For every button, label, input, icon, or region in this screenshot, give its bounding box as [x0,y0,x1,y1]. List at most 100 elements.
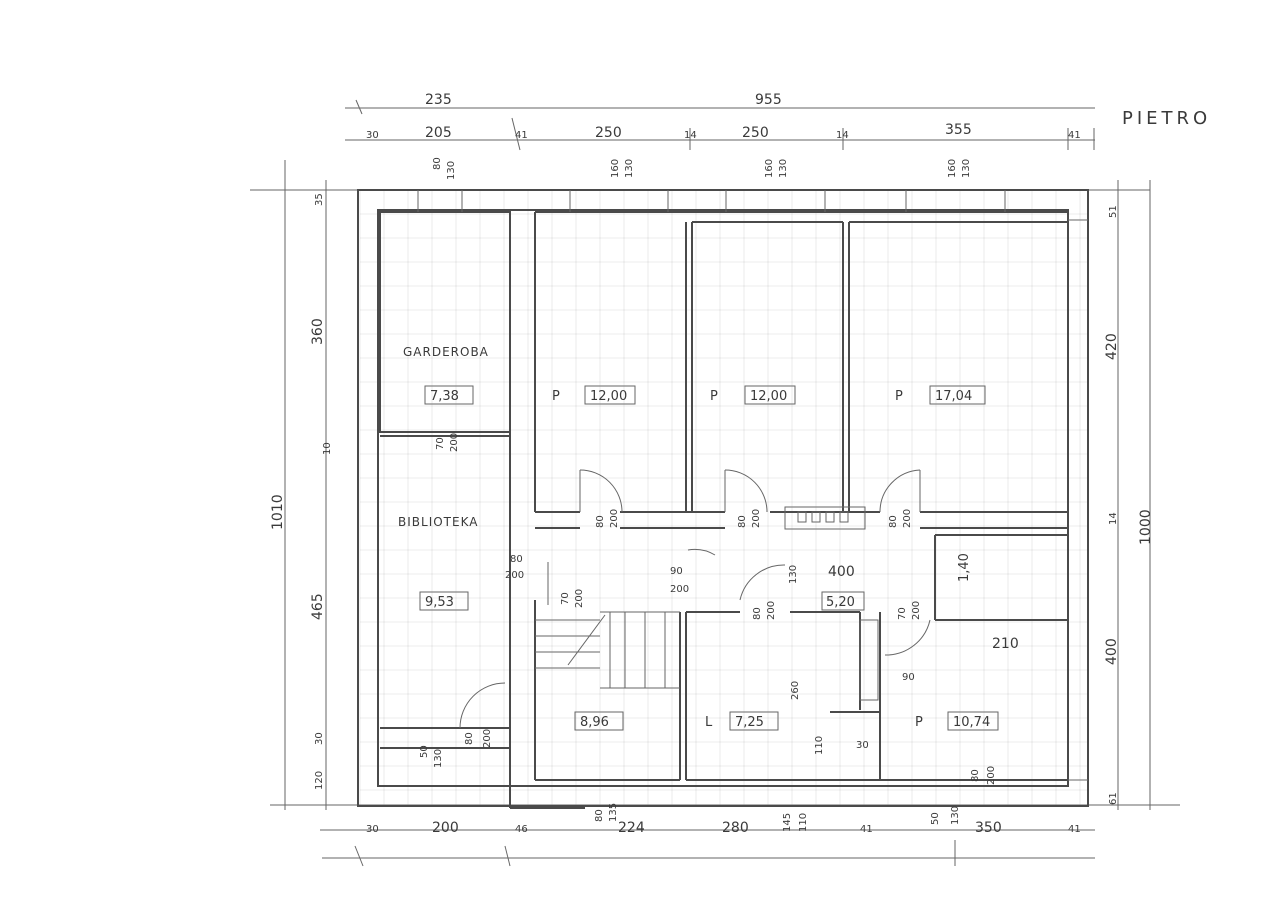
room-area-pokoj2: 12,00 [750,389,787,404]
win-top-2b: 130 [778,159,789,178]
dim-top2-5: 250 [742,125,769,141]
door-mark-3b: 200 [902,509,913,528]
room-area-lazienka: 7,25 [735,715,764,730]
door-mark-1b: 200 [609,509,620,528]
dim-top2-4: 14 [684,130,697,141]
misc-label-11: 50 [930,812,941,825]
misc-label-7: 50 [419,745,430,758]
win-top-3a: 160 [947,159,958,178]
door-mark-9a: 80 [464,732,475,745]
win-top-0a: 80 [432,157,443,170]
dim-left-0: 35 [314,193,325,206]
room-area-schody: 8,96 [580,715,609,730]
win-top-3b: 130 [961,159,972,178]
dim-bottom-0: 30 [366,824,379,835]
dim-right-2: 14 [1108,512,1119,525]
door-mark-7b: 200 [766,601,777,620]
dim-bottom-8: 350 [975,820,1002,836]
door-mark-7a: 80 [752,607,763,620]
door-mark-5b: 200 [574,589,585,608]
room-area-maly: 1,40 [957,553,972,582]
dim-left-4: 30 [314,732,325,745]
sheet-title: PIETRO [1122,108,1211,129]
door-mark-4a: 80 [510,554,523,565]
dim-bottom-5: 145 [782,813,793,832]
dim-top2-8: 41 [1068,130,1081,141]
room-area-biblioteka: 9,53 [425,595,454,610]
misc-label-4: 260 [790,681,801,700]
stairs [535,611,680,689]
dim-left-3: 465 [310,593,326,620]
misc-label-3: 90 [902,672,915,683]
dim-left-5: 120 [314,771,325,790]
door-mark-2b: 200 [751,509,762,528]
door-swings [459,469,931,729]
room-area-pokoj1: 12,00 [590,389,627,404]
area-box-biblioteka [419,591,469,611]
door-mark-8b: 200 [911,601,922,620]
room-area-korytarz: 5,20 [826,595,855,610]
win-top-0b: 130 [446,161,457,180]
room-marker-pokoj3: P [895,389,903,404]
room-marker-pokoj2: P [710,389,718,404]
room-marker-pokoj4: P [915,715,923,730]
win-top-2a: 160 [764,159,775,178]
area-box-pokoj4 [947,711,999,731]
door-mark-9b: 200 [482,729,493,748]
room-marker-pokoj1: P [552,389,560,404]
room-name-biblioteka: BIBLIOTEKA [398,515,478,529]
area-box-schody [574,711,624,731]
dim-right-1: 420 [1104,333,1120,360]
misc-label-2: 210 [992,636,1019,652]
dim-top2-3: 250 [595,125,622,141]
misc-label-12: 130 [950,806,961,825]
dim-bottom-3: 224 [618,820,645,836]
door-mark-2a: 80 [737,515,748,528]
dim-top1-0: 235 [425,92,452,108]
door-mark-10a: 80 [970,769,981,782]
dim-left-2: 10 [322,442,333,455]
room-marker-lazienka: L [705,715,713,730]
door-mark-3a: 80 [888,515,899,528]
win-top-1a: 160 [610,159,621,178]
misc-label-10: 135 [608,803,619,822]
dim-bottom-2: 46 [515,824,528,835]
misc-label-0: 400 [828,564,855,580]
area-box-korytarz [821,591,865,611]
dim-top2-2: 41 [515,130,528,141]
windows [417,190,1088,781]
misc-label-6: 30 [856,740,869,751]
dim-bottom-6: 110 [798,813,809,832]
misc-label-1: 130 [788,565,799,584]
door-mark-5a: 70 [560,592,571,605]
dim-top2-1: 205 [425,125,452,141]
door-mark-0a: 70 [435,437,446,450]
room-area-garderoba: 7,38 [430,389,459,404]
dim-right-4: 61 [1108,792,1119,805]
misc-label-5: 110 [814,736,825,755]
dim-right-0: 51 [1108,205,1119,218]
dim-top2-6: 14 [836,130,849,141]
dim-bottom-7: 41 [860,824,873,835]
misc-label-8: 130 [433,749,444,768]
dim-bottom-1: 200 [432,820,459,836]
dim-top2-0: 30 [366,130,379,141]
door-mark-0b: 200 [449,433,460,452]
door-mark-8a: 70 [897,607,908,620]
door-mark-10b: 200 [986,766,997,785]
area-box-garderoba [424,385,474,405]
ventilation-ducts [784,506,879,701]
area-box-pokoj1 [584,385,636,405]
walls [357,189,1089,809]
dim-top1-1: 955 [755,92,782,108]
room-name-garderoba: GARDEROBA [403,345,489,359]
dim-left-1: 360 [310,318,326,345]
dim-bottom-4: 280 [722,820,749,836]
dim-right-3: 400 [1104,638,1120,665]
misc-label-9: 80 [594,809,605,822]
overall-left: 1010 [270,494,286,530]
room-area-pokoj3: 17,04 [935,389,972,404]
grid-paper [359,189,1088,805]
overall-right: 1000 [1138,509,1154,545]
